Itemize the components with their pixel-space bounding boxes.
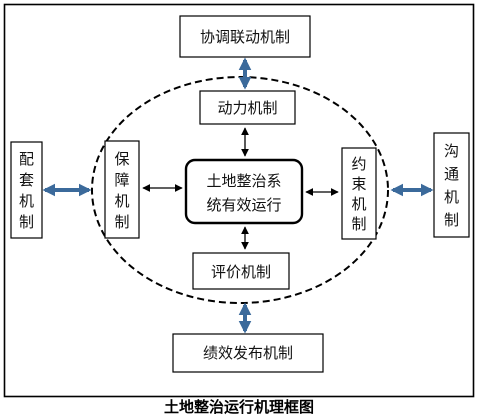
outer-right-box: 沟 通 机 制 — [433, 132, 470, 238]
outer-frame — [3, 3, 475, 398]
inner-bottom-label: 评价机制 — [211, 263, 271, 281]
outer-left-char: 制 — [19, 213, 34, 231]
outer-right-char: 制 — [444, 211, 459, 229]
inner-top-box: 动力机制 — [199, 90, 296, 125]
outer-left-char: 套 — [19, 171, 34, 189]
center-label-line1: 土地整治系 — [206, 172, 281, 190]
inner-top-label: 动力机制 — [217, 99, 277, 117]
outer-bottom-label: 绩效发布机制 — [203, 344, 293, 362]
inner-right-box: 约 束 机 制 — [341, 147, 377, 240]
outer-left-char: 配 — [19, 150, 34, 168]
inner-right-char: 机 — [351, 195, 366, 213]
outer-left-box: 配 套 机 制 — [10, 141, 43, 239]
inner-right-char: 约 — [351, 155, 366, 173]
inner-left-char: 保 — [114, 150, 129, 168]
center-box: 土地整治系 统有效运行 — [184, 158, 304, 225]
outer-top-label: 协调联动机制 — [200, 28, 290, 46]
outer-right-char: 机 — [444, 188, 459, 206]
outer-top-box: 协调联动机制 — [179, 15, 311, 58]
inner-bottom-box: 评价机制 — [192, 252, 290, 290]
figure-caption: 土地整治运行机理框图 — [164, 398, 314, 416]
outer-left-char: 机 — [19, 192, 34, 210]
inner-left-char: 制 — [114, 213, 129, 231]
outer-right-char: 通 — [444, 165, 459, 183]
inner-left-char: 机 — [114, 192, 129, 210]
outer-right-char: 沟 — [444, 142, 459, 160]
inner-left-char: 障 — [114, 171, 129, 189]
inner-left-box: 保 障 机 制 — [104, 140, 140, 239]
inner-right-char: 束 — [351, 175, 366, 193]
inner-right-char: 制 — [351, 215, 366, 233]
outer-bottom-box: 绩效发布机制 — [172, 333, 324, 373]
center-label-line2: 统有效运行 — [206, 196, 281, 214]
